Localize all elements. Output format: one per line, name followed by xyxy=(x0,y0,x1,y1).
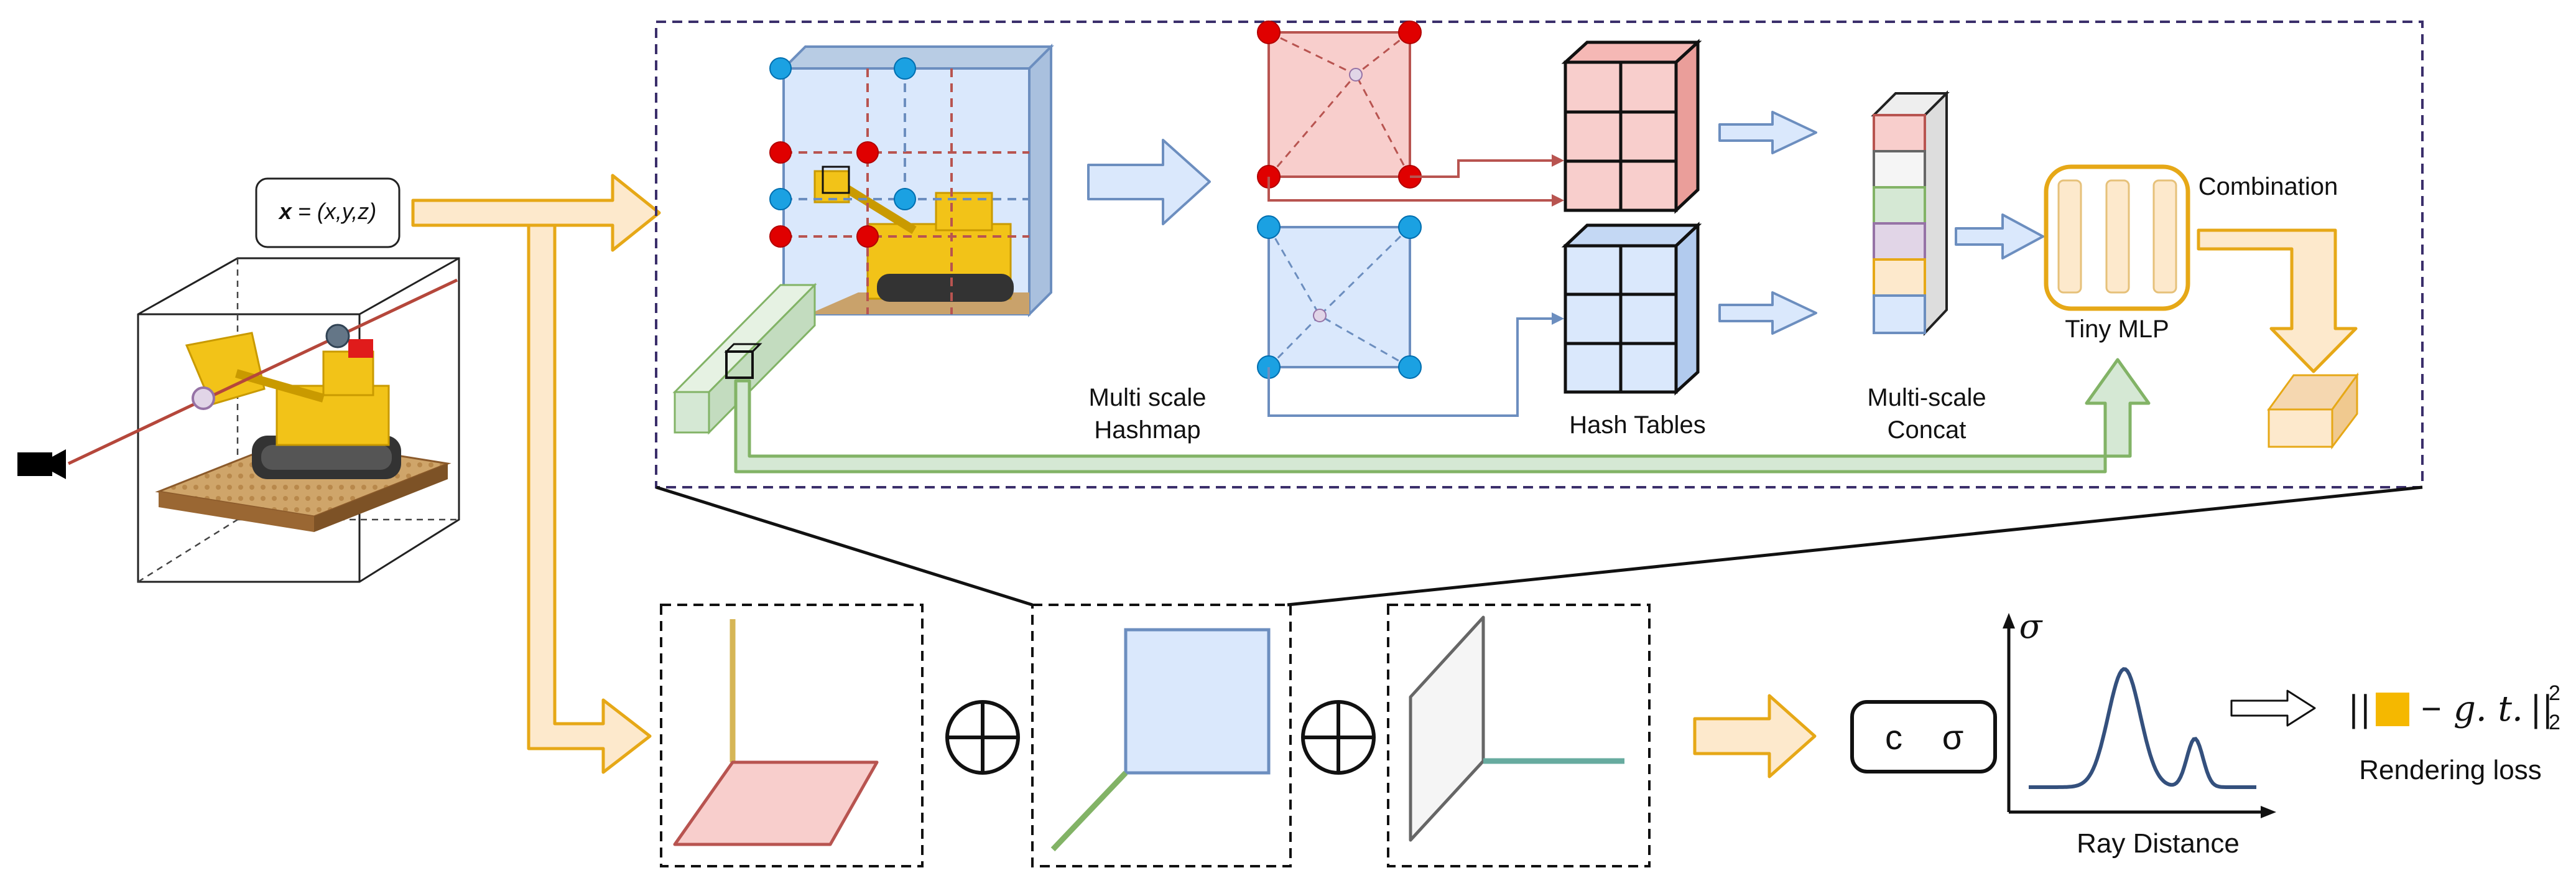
grid-to-hash-arrow xyxy=(1087,139,1211,225)
loss-arrow xyxy=(2230,689,2316,727)
zoom-connector-left xyxy=(656,485,1033,607)
color-density-box: c σ xyxy=(1850,700,1997,773)
concat-cell-0 xyxy=(1873,114,1926,152)
grid-vertices xyxy=(769,57,916,248)
svg-text:x = (x,y,z): x = (x,y,z) xyxy=(278,199,376,224)
concat-cell-4 xyxy=(1873,258,1926,297)
multi-scale-concat-label-2: Concat xyxy=(1888,416,1967,444)
camera-icon xyxy=(17,449,66,479)
rendering-loss-formula: || − g. t. || 2 2 xyxy=(2348,681,2560,734)
skip-connection-arrow xyxy=(734,358,2151,474)
loss-gt: g. t. xyxy=(2453,689,2523,729)
output-feature-block xyxy=(2267,372,2359,450)
input-coordinate-label: x = (x,y,z) xyxy=(255,177,401,248)
voxel-grid-cube xyxy=(781,44,1054,317)
hash-blue-to-concat-arrow xyxy=(1718,291,1817,335)
c-symbol: c xyxy=(1885,717,1902,757)
multi-scale-hashmap-label-1: Multi scale xyxy=(1089,384,1207,411)
density-curve xyxy=(2029,667,2256,789)
plane-panel-1 xyxy=(660,604,924,867)
hashmap-level-red xyxy=(1257,21,1422,189)
planes-to-output-arrow xyxy=(1693,694,1817,778)
multi-scale-concat-label-1: Multi-scale xyxy=(1867,384,1986,411)
oplus-2 xyxy=(1301,700,1376,775)
gold-square-icon xyxy=(2376,693,2409,726)
multi-scale-hashmap-label-2: Hashmap xyxy=(1094,416,1200,444)
hash-red-to-concat-arrow xyxy=(1718,111,1817,154)
zoom-connector-right xyxy=(1287,485,2423,607)
hash-table-blue xyxy=(1561,222,1702,396)
combination-label: Combination xyxy=(2198,173,2338,200)
rendering-loss-label: Rendering loss xyxy=(2359,755,2542,785)
camera-ray xyxy=(67,278,458,465)
oplus-1 xyxy=(945,700,1020,775)
density-plot: σ Ray Distance xyxy=(2003,607,2276,859)
concat-cell-5 xyxy=(1873,294,1926,334)
concat-to-mlp-arrow xyxy=(1955,213,2044,259)
loss-norm-close: || xyxy=(2530,689,2554,729)
tiny-mlp-block xyxy=(2044,164,2190,311)
loss-sub: 2 xyxy=(2549,711,2560,734)
concat-cell-2 xyxy=(1873,186,1926,225)
red-hash-connectors xyxy=(1267,154,1564,207)
hash-encoding-zoom-box xyxy=(655,21,2424,488)
hash-table-red xyxy=(1561,39,1702,214)
sigma-axis-label: σ xyxy=(2019,607,2044,646)
hash-tables-label: Hash Tables xyxy=(1569,411,1705,439)
input-label-x: x xyxy=(278,199,293,224)
plane-panel-3 xyxy=(1387,604,1651,867)
loss-norm-open: || xyxy=(2348,689,2371,729)
sigma-symbol: σ xyxy=(1942,717,1964,757)
plane-panel-2 xyxy=(1031,604,1292,867)
concat-cell-1 xyxy=(1873,150,1926,189)
multi-scale-concat-vector xyxy=(1871,90,1950,337)
input-to-planes-arrow xyxy=(527,223,652,774)
loss-sup: 2 xyxy=(2549,681,2560,705)
input-label-rest: = (x,y,z) xyxy=(292,199,376,224)
blue-hash-connectors xyxy=(1267,312,1564,417)
ray-distance-label: Ray Distance xyxy=(2077,828,2240,859)
hashmap-level-blue xyxy=(1257,215,1422,379)
tiny-mlp-label: Tiny MLP xyxy=(2065,315,2169,343)
loss-minus: − xyxy=(2421,689,2442,728)
concat-cell-3 xyxy=(1873,222,1926,261)
input-to-hash-arrow xyxy=(411,174,661,252)
mlp-to-output-arrow xyxy=(2197,228,2358,373)
